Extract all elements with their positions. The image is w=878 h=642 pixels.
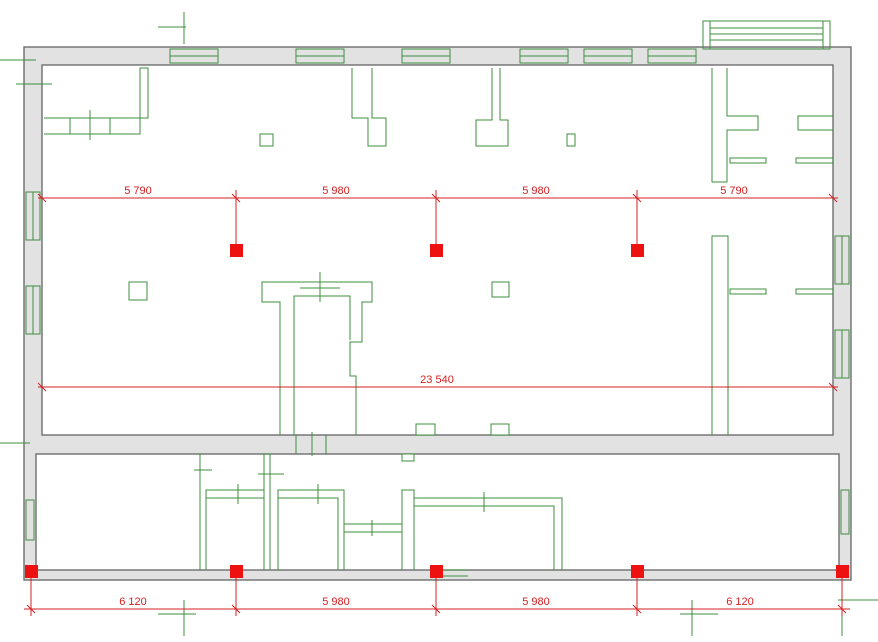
column-marker	[631, 244, 644, 257]
column-marker	[230, 565, 243, 578]
column-marker	[836, 565, 849, 578]
dimension-labels: 5 790 5 980 5 980 5 790 23 540 6 120 5 9…	[119, 185, 754, 608]
dim-top-3: 5 980	[522, 185, 550, 197]
building-walls	[23, 46, 852, 581]
upper-partitions	[44, 67, 834, 462]
column-marker	[25, 565, 38, 578]
dim-bottom-3: 5 980	[522, 596, 550, 608]
reference-lines	[0, 12, 878, 636]
dimension-lines	[24, 190, 850, 616]
column-marker	[230, 244, 243, 257]
dim-top-1: 5 790	[124, 185, 152, 197]
dim-bottom-2: 5 980	[322, 596, 350, 608]
columns	[25, 244, 849, 578]
column-marker	[430, 244, 443, 257]
column-marker	[430, 565, 443, 578]
windows	[25, 48, 850, 541]
stair	[702, 20, 831, 50]
lower-partitions	[194, 453, 563, 577]
column-marker	[631, 565, 644, 578]
dim-top-2: 5 980	[322, 185, 350, 197]
dim-bottom-1: 6 120	[119, 596, 147, 608]
dim-bottom-4: 6 120	[726, 596, 754, 608]
dim-overall: 23 540	[420, 374, 454, 386]
dim-top-4: 5 790	[720, 185, 748, 197]
